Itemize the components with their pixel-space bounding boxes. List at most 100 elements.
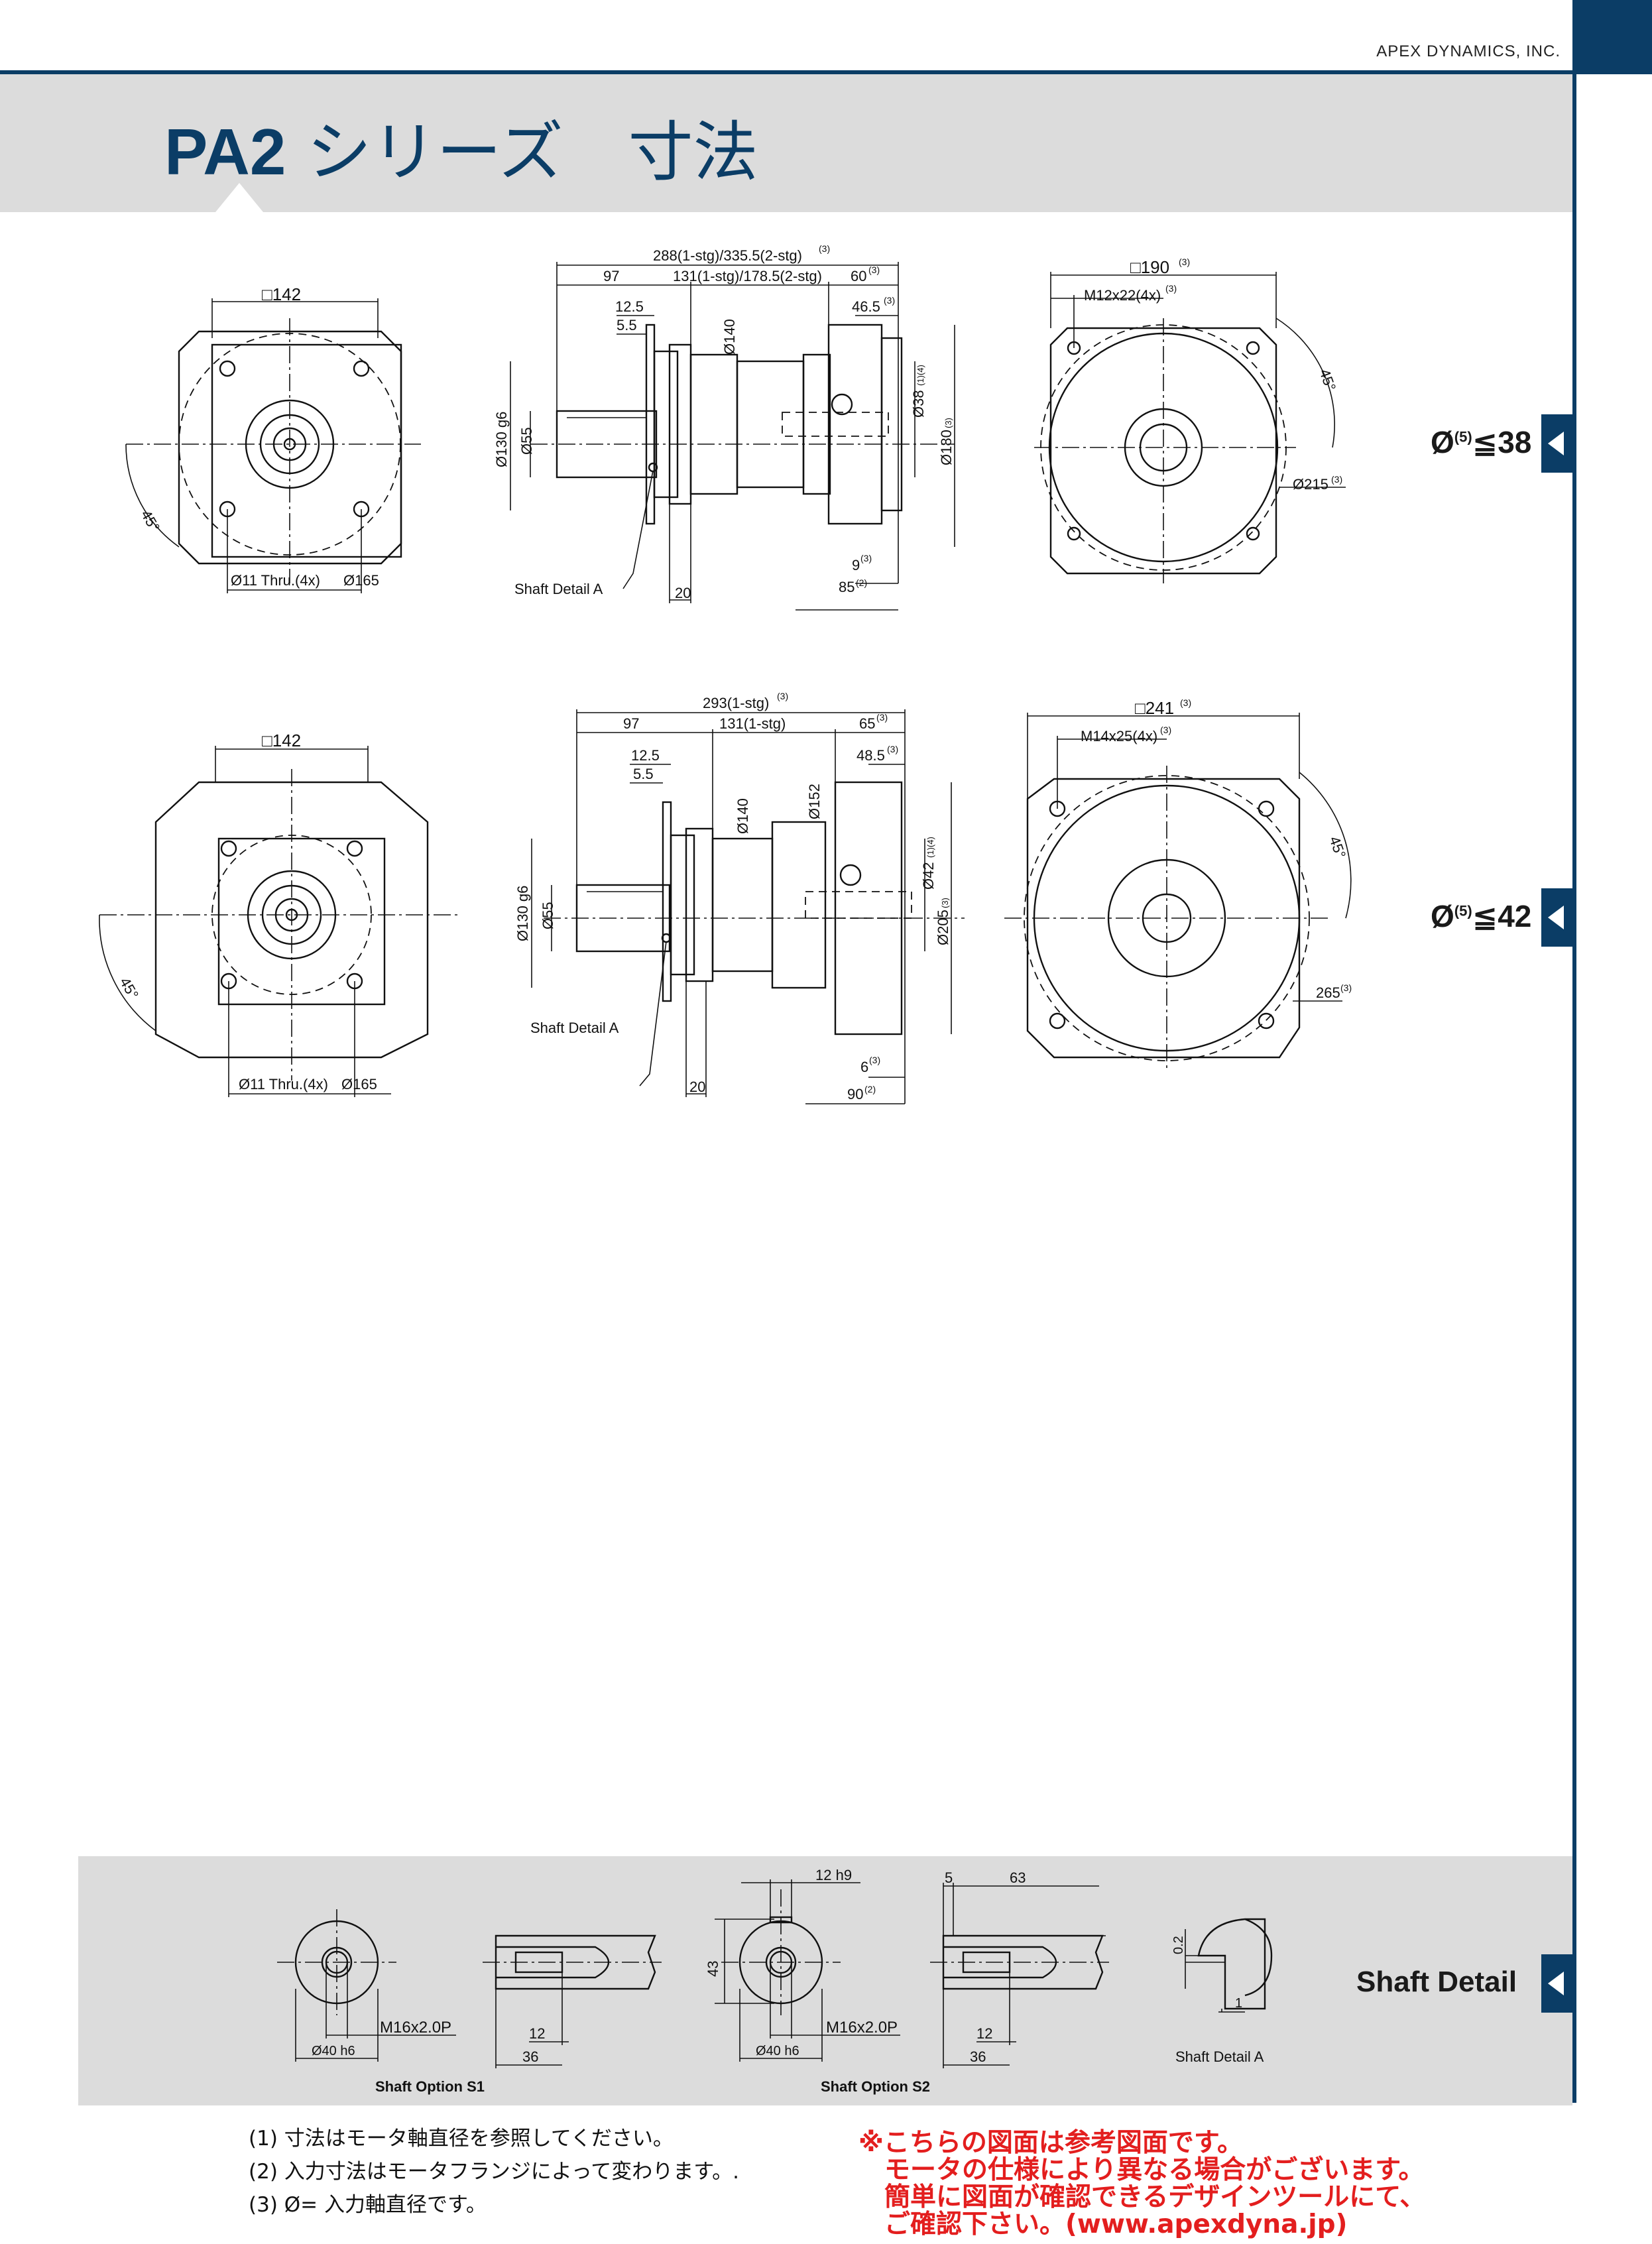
dim-42-note: (1)(4) (925, 837, 935, 858)
drawing-row-38: □142 Ø11 Thru.(4x) Ø165 45° (125, 243, 1346, 611)
shaft-detail-drawings: M16x2.0P Ø40 h6 12 36 Shaft Option S1 12… (277, 1867, 1273, 2095)
shaft-detail-callout: Shaft Detail A (514, 581, 603, 597)
dim-65: 65 (859, 715, 875, 732)
dim-overall-note: (3) (819, 243, 830, 254)
dim-20: 20 (675, 585, 691, 601)
front-view-right: □190 (3) M12x22(4x) (3) 45° Ø215 (3) (1034, 257, 1346, 583)
section-label-42: Ø(5)≦42 (1431, 899, 1532, 933)
dim-thread-right-note-2: (3) (1160, 725, 1171, 735)
s1-length: 36 (522, 2048, 538, 2065)
dim-square-right-2: □241 (1135, 698, 1174, 718)
front-view-left-2: □142 Ø11 Thru.(4x) Ø165 45° (99, 731, 457, 1097)
s1-depth: 12 (529, 2025, 545, 2042)
dim-9-note: (3) (860, 553, 872, 563)
dim-thread-right-note: (3) (1165, 283, 1177, 294)
side-view: 288(1-stg)/335.5(2-stg) (3) 97 131(1-stg… (493, 243, 955, 611)
dim-205-note: (3) (940, 898, 950, 908)
dim-pcd-left: Ø165 (343, 572, 379, 589)
dim-55: Ø55 (518, 427, 535, 455)
dim-42: Ø42 (920, 862, 937, 890)
dim-180-note: (3) (943, 418, 953, 428)
dim-12-2: 12.5 (631, 747, 660, 764)
shaft-option-s2: 12 h9 43 M16x2.0P Ø40 h6 5 63 12 36 Shaf… (705, 1867, 1109, 2095)
s2-key-width: 12 h9 (815, 1867, 852, 1883)
dim-90-note: (2) (864, 1084, 876, 1094)
dim-55-2: Ø55 (540, 902, 556, 929)
dim-46: 46.5 (852, 298, 880, 315)
title-notch (215, 183, 263, 212)
dim-90: 90 (847, 1086, 863, 1102)
side-rule (1572, 74, 1576, 2103)
dim-97: 97 (603, 268, 619, 284)
section-tab-42[interactable] (1541, 888, 1574, 947)
red-notice: ※こちらの図面は参考図面です。 モータの仕様により異なる場合がございます。 簡単… (858, 2129, 1425, 2238)
dim-38-note: (1)(4) (915, 365, 925, 386)
dim-85: 85 (839, 579, 855, 595)
s2-depth: 12 (976, 2025, 992, 2042)
dim-140-2: Ø140 (735, 798, 751, 834)
s1-thread: M16x2.0P (380, 2019, 451, 2037)
dim-angle-left-2: 45° (117, 974, 142, 1002)
dim-square-right: □190 (1130, 257, 1169, 277)
red-notice-line-4: ご確認下さい。(www.apexdyna.jp) (858, 2210, 1348, 2239)
dim-12: 12.5 (615, 298, 644, 315)
detail-a-r2: 1 (1235, 1996, 1242, 2011)
dim-overall-note-2: (3) (777, 691, 788, 701)
dim-square-right-note-2: (3) (1180, 697, 1191, 708)
dim-angle-right: 45° (1316, 367, 1339, 393)
title-text: シリーズ 寸法 (286, 115, 758, 190)
red-notice-line-2: モータの仕様により異なる場合がございます。 (858, 2155, 1425, 2185)
front-view-left: □142 Ø11 Thru.(4x) Ø165 45° (125, 284, 421, 593)
dim-140: Ø140 (721, 319, 738, 355)
dim-square-left: □142 (262, 284, 301, 304)
s2-key-height: 43 (705, 1961, 721, 1977)
dim-48-note: (3) (887, 744, 898, 754)
red-notice-line-1: ※こちらの図面は参考図面です。 (858, 2128, 1244, 2158)
dim-pcd-left-2: Ø165 (341, 1076, 377, 1092)
dim-38: Ø38 (910, 390, 927, 418)
dim-97-2: 97 (623, 715, 639, 732)
dim-20-2: 20 (689, 1079, 705, 1095)
shaft-detail-band (78, 1856, 1572, 2105)
header-rule (0, 70, 1574, 74)
dim-6: 6 (860, 1059, 868, 1075)
s2-thread: M16x2.0P (826, 2019, 898, 2037)
dim-square-left-2: □142 (262, 731, 301, 750)
front-view-right-2: □241 (3) M14x25(4x) (3) 45° 265 (3) (1004, 697, 1352, 1071)
dim-angle-right-2: 45° (1326, 834, 1349, 860)
dim-60: 60 (851, 268, 866, 284)
dim-angle-left: 45° (138, 507, 163, 534)
dim-pcd-right: Ø215 (1293, 476, 1328, 493)
shaft-detail-tab[interactable] (1541, 1954, 1574, 2013)
dim-46-note: (3) (884, 295, 895, 306)
dim-85-note: (2) (856, 577, 867, 588)
dim-180: Ø180 (938, 430, 955, 465)
s1-caption: Shaft Option S1 (375, 2078, 485, 2095)
dim-pcd-right-note: (3) (1331, 474, 1342, 485)
dim-205: Ø205 (935, 910, 951, 945)
dim-5-2: 5.5 (633, 766, 654, 782)
dim-overall: 288(1-stg)/335.5(2-stg) (653, 247, 802, 264)
dim-9: 9 (852, 557, 860, 573)
corner-block (1572, 0, 1652, 74)
dim-65-note: (3) (876, 712, 888, 723)
dim-thread-right-2: M14x25(4x) (1081, 728, 1157, 744)
s2-length: 36 (970, 2048, 986, 2065)
dim-6-note: (3) (869, 1055, 880, 1065)
detail-a-caption: Shaft Detail A (1175, 2048, 1264, 2065)
red-notice-line-3: 簡単に図面が確認できるデザインツールにて、 (858, 2182, 1426, 2212)
drawing-row-42: □142 Ø11 Thru.(4x) Ø165 45° 293(1-stg) (99, 691, 1352, 1104)
section-tab-38[interactable] (1541, 414, 1574, 473)
section-label-38: Ø(5)≦38 (1431, 425, 1532, 459)
note-3: (3) Ø= 入力軸直径です。 (249, 2193, 487, 2217)
shaft-detail-a: 0.2 1 Shaft Detail A (1171, 1918, 1273, 2065)
s2-caption: Shaft Option S2 (821, 2078, 930, 2095)
shaft-option-s1: M16x2.0P Ø40 h6 12 36 Shaft Option S1 (277, 1909, 662, 2095)
dim-265: 265 (1316, 984, 1340, 1001)
side-view-2: 293(1-stg) (3) 97 131(1-stg) 65 (3) 48.5… (514, 691, 965, 1104)
dim-130-2: Ø130 g6 (514, 886, 531, 941)
dim-holes-left: Ø11 Thru.(4x) (231, 572, 320, 589)
s1-dia: Ø40 h6 (312, 2044, 355, 2058)
note-2: (2) 入力寸法はモータフランジによって変わります。. (249, 2160, 740, 2184)
detail-a-r1: 0.2 (1171, 1936, 1186, 1954)
